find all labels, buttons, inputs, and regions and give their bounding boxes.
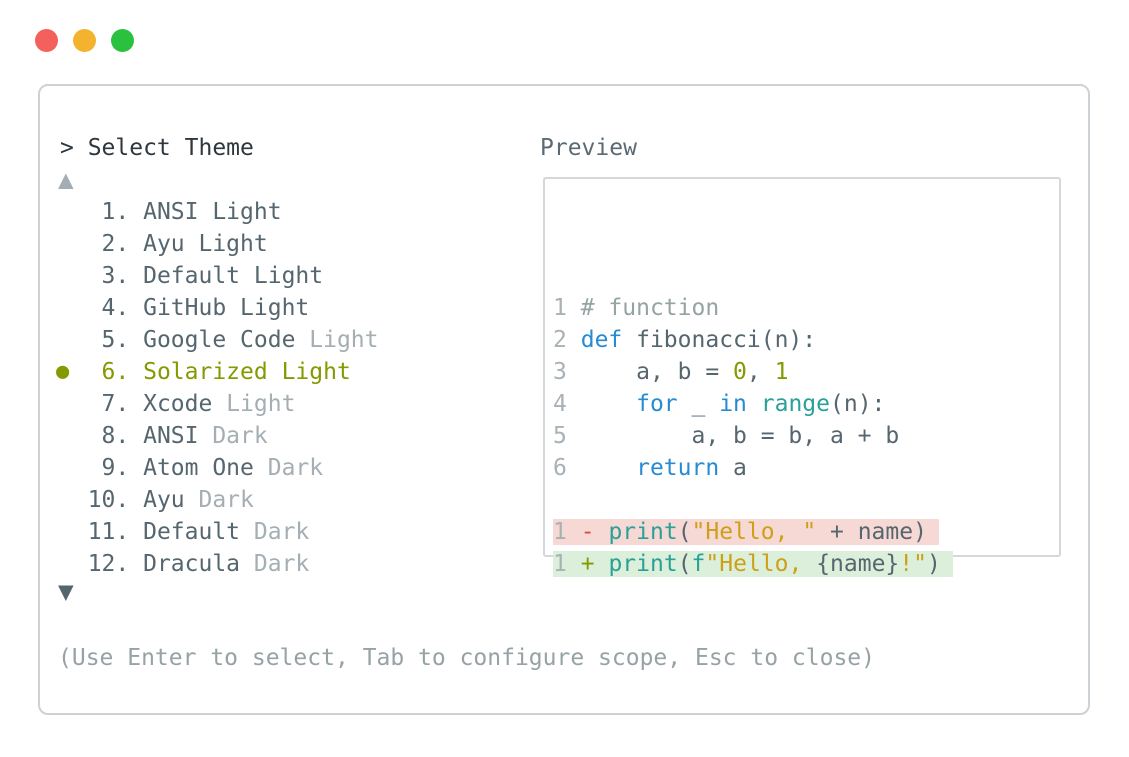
code-line: 1 + print(f"Hello, {name}!") [553, 548, 1059, 580]
theme-list-item[interactable]: 11. Default Dark [60, 516, 379, 548]
theme-list: 1. ANSI Light 2. Ayu Light 3. Default Li… [56, 196, 379, 580]
diff-removed-line: 1 - print("Hello, " + name) [553, 519, 939, 545]
theme-number: 11. [60, 519, 144, 545]
scroll-up-icon[interactable]: ▲ [58, 165, 74, 195]
theme-list-item[interactable]: 3. Default Light [60, 260, 379, 292]
theme-name: Dracula [143, 551, 241, 577]
line-number: 2 [553, 327, 567, 353]
code-text: 3 a, b = 0, 1 [553, 359, 789, 385]
theme-list-item[interactable]: 9. Atom One Dark [60, 452, 379, 484]
theme-name: Ayu Light [143, 231, 268, 257]
theme-list-item[interactable]: 8. ANSI Dark [60, 420, 379, 452]
theme-variant: Light [295, 327, 379, 353]
maximize-button[interactable] [111, 29, 134, 52]
theme-list-item[interactable]: 10. Ayu Dark [60, 484, 379, 516]
theme-name: Atom One [143, 455, 254, 481]
code-line: 6 return a [553, 452, 1059, 484]
code-line: 1 # function [553, 292, 1059, 324]
theme-list-item[interactable]: 12. Dracula Dark [60, 548, 379, 580]
theme-name: GitHub Light [143, 295, 310, 321]
theme-selector-dialog: > Select Theme ▲ 1. ANSI Light 2. Ayu Li… [38, 84, 1090, 715]
theme-list-item[interactable]: 7. Xcode Light [60, 388, 379, 420]
theme-list-item[interactable]: 2. Ayu Light [60, 228, 379, 260]
theme-list-item[interactable]: 5. Google Code Light [60, 324, 379, 356]
theme-number: 12. [60, 551, 144, 577]
theme-number: 3. [60, 263, 144, 289]
code-text: 4 for _ in range(n): [553, 391, 886, 417]
theme-number: 9. [60, 455, 144, 481]
theme-variant: Light [212, 391, 296, 417]
theme-variant: Dark [240, 519, 310, 545]
theme-number: 5. [60, 327, 144, 353]
line-number: 1 [553, 295, 567, 321]
line-number: 1 [553, 551, 567, 577]
line-number: 4 [553, 391, 567, 417]
keyboard-hint: (Use Enter to select, Tab to configure s… [58, 645, 875, 671]
code-line: 4 for _ in range(n): [553, 388, 1059, 420]
theme-name: Ayu [143, 487, 185, 513]
theme-name: Default [143, 519, 241, 545]
code-line [553, 484, 1059, 516]
theme-name: ANSI [143, 423, 199, 449]
code-text: 1 # function [553, 295, 720, 321]
theme-number: 4. [60, 295, 144, 321]
theme-variant: Dark [198, 423, 268, 449]
theme-number: 7. [60, 391, 144, 417]
theme-name: Default Light [143, 263, 324, 289]
dialog-title: > Select Theme [60, 135, 254, 161]
close-button[interactable] [35, 29, 58, 52]
theme-number: 10. [60, 487, 144, 513]
theme-number: 1. [60, 199, 144, 225]
code-text: 2 def fibonacci(n): [553, 327, 817, 353]
theme-variant: Dark [184, 487, 254, 513]
theme-name: Solarized Light [143, 359, 351, 385]
theme-variant: Dark [253, 455, 324, 481]
code-preview: 1 # function 2 def fibonacci(n): 3 a, b = … [545, 243, 1059, 580]
line-number: 3 [553, 359, 567, 385]
theme-variant: Dark [240, 551, 310, 577]
theme-name: Google Code [143, 327, 296, 353]
code-line: 5 a, b = b, a + b [553, 420, 1059, 452]
preview-pane: 1 # function 2 def fibonacci(n): 3 a, b = … [543, 177, 1061, 577]
line-number: 6 [553, 455, 567, 481]
theme-list-item[interactable]: 4. GitHub Light [60, 292, 379, 324]
code-line: 3 a, b = 0, 1 [553, 356, 1059, 388]
theme-list-item[interactable]: 1. ANSI Light [60, 196, 379, 228]
diff-added-line: 1 + print(f"Hello, {name}!") [553, 551, 953, 577]
code-text: 6 return a [553, 455, 747, 481]
code-text: 5 a, b = b, a + b [553, 423, 900, 449]
line-number: 1 [553, 519, 567, 545]
window-controls [35, 29, 134, 52]
code-line: 1 - print("Hello, " + name) [553, 516, 1059, 548]
selected-bullet-icon: ● [56, 359, 70, 384]
scroll-down-icon[interactable]: ▼ [58, 577, 74, 607]
theme-name: ANSI Light [143, 199, 282, 225]
theme-list-item[interactable]: ● 6. Solarized Light [56, 356, 379, 388]
minimize-button[interactable] [73, 29, 96, 52]
code-line: 2 def fibonacci(n): [553, 324, 1059, 356]
theme-number: 8. [60, 423, 144, 449]
line-number: 5 [553, 423, 567, 449]
preview-label: Preview [540, 135, 637, 161]
theme-name: Xcode [143, 391, 213, 417]
theme-number: 6. [60, 359, 144, 385]
theme-number: 2. [60, 231, 144, 257]
